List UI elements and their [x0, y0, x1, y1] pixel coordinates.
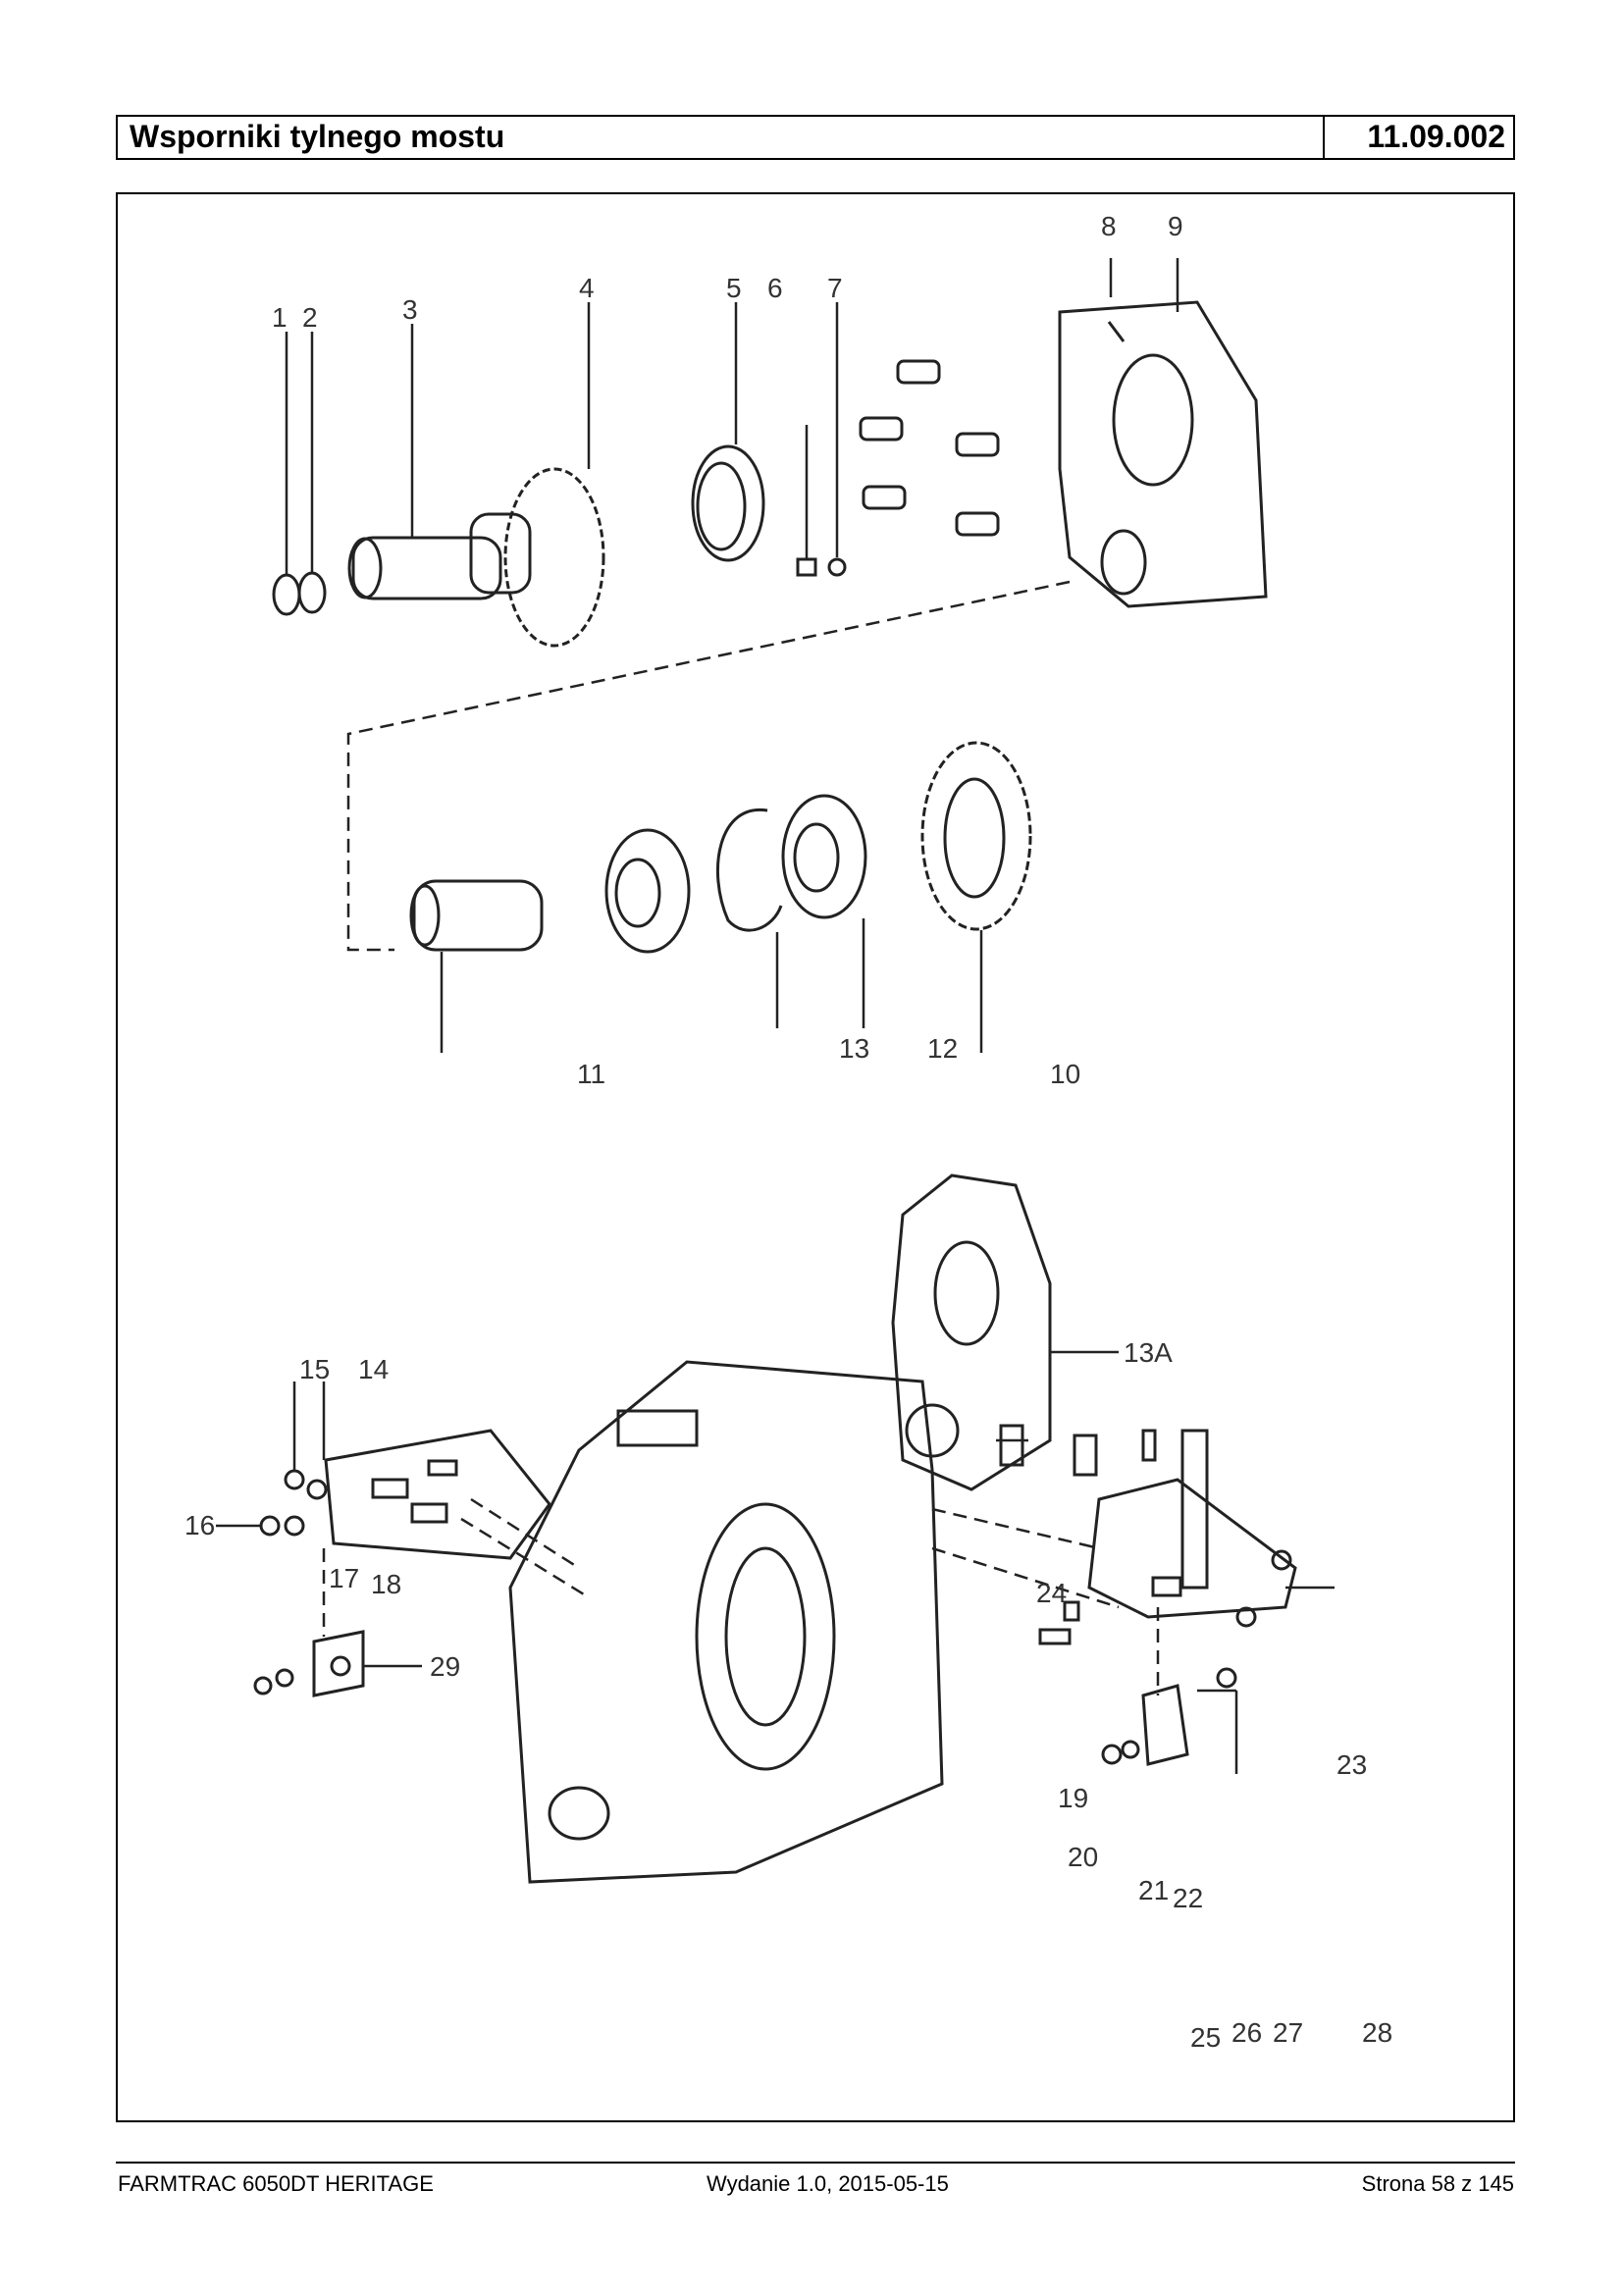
exploded-parts-diagram: 1 2 3 4 5 6 7 8 9 10 11 12 13 13A 14 15 … [116, 192, 1515, 2122]
callout-12: 12 [927, 1033, 958, 1064]
callout-26: 26 [1231, 2017, 1262, 2048]
callout-9: 9 [1168, 211, 1183, 241]
part-block-29 [312, 1630, 365, 1697]
upper-assembly [272, 300, 1268, 648]
callout-29: 29 [430, 1651, 460, 1682]
part-sleeve-11 [412, 879, 544, 952]
part-bushing-3 [351, 536, 502, 600]
part-bolt-24 [999, 1424, 1024, 1467]
part-gear-4 [503, 467, 605, 648]
part-washer-7 [827, 557, 847, 577]
callout-11: 11 [577, 1059, 605, 1089]
callout-8: 8 [1101, 211, 1117, 241]
callout-20: 20 [1068, 1842, 1098, 1872]
callout-24: 24 [1036, 1578, 1067, 1608]
part-bolt-25 [1101, 1744, 1123, 1765]
callout-5: 5 [726, 273, 742, 303]
part-bolt-6 [796, 557, 817, 577]
document-code: 11.09.002 [1323, 117, 1513, 158]
callout-4: 4 [579, 273, 595, 303]
callout-15: 15 [299, 1354, 330, 1384]
callout-25: 25 [1190, 2022, 1221, 2053]
callout-3: 3 [402, 294, 418, 325]
callout-1: 1 [272, 302, 288, 333]
callout-14: 14 [358, 1354, 389, 1384]
callout-18: 18 [371, 1569, 401, 1599]
part-seal-1 [272, 573, 301, 616]
part-housing-13a [891, 1174, 1052, 1491]
callout-6: 6 [767, 273, 783, 303]
page-header: Wsporniki tylnego mostu 11.09.002 [116, 115, 1515, 160]
callout-10: 10 [1050, 1059, 1080, 1089]
callout-23: 23 [1336, 1749, 1367, 1780]
callout-27: 27 [1273, 2017, 1303, 2048]
callout-13: 13 [839, 1033, 869, 1064]
callout-22: 22 [1173, 1883, 1203, 1913]
callout-2: 2 [302, 302, 318, 333]
callout-13a: 13A [1124, 1337, 1173, 1368]
footer-page-number: Strona 58 z 145 [1361, 2171, 1514, 2196]
part-bearing-5 [691, 444, 765, 562]
callout-28: 28 [1362, 2017, 1392, 2048]
diagram-drawing: 1 2 3 4 5 6 7 8 9 10 11 12 13 13A 14 15 … [184, 211, 1392, 2053]
part-gear-10 [920, 741, 1032, 931]
part-plate-14 [324, 1429, 551, 1560]
footer-model: FARMTRAC 6050DT HERITAGE [118, 2171, 434, 2196]
lower-assembly [253, 1174, 1297, 1884]
part-washer-26 [1121, 1740, 1140, 1759]
part-bracket-23 [1087, 1478, 1297, 1619]
callout-19: 19 [1058, 1783, 1088, 1813]
page-title: Wsporniki tylnego mostu [130, 119, 505, 154]
callout-21: 21 [1138, 1875, 1169, 1905]
callout-7: 7 [827, 273, 843, 303]
callout-16: 16 [184, 1510, 215, 1540]
part-block-28 [1141, 1684, 1189, 1766]
part-ring-2 [297, 571, 327, 614]
part-circlip-13 [716, 808, 783, 932]
part-housing-9 [1058, 300, 1268, 608]
middle-assembly [409, 741, 1032, 954]
part-bearing-12 [781, 794, 867, 919]
part-gearbox-casing [508, 1360, 944, 1884]
callout-17: 17 [329, 1563, 359, 1593]
footer-divider [116, 2162, 1515, 2164]
footer-edition: Wydanie 1.0, 2015-05-15 [707, 2171, 949, 2196]
